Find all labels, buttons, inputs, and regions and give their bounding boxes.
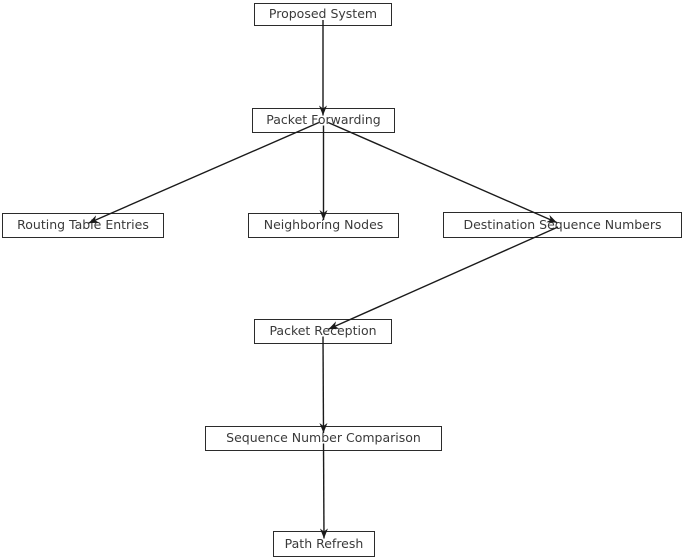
node-sequence-number-comparison: Sequence Number Comparison bbox=[205, 426, 442, 451]
node-path-refresh: Path Refresh bbox=[273, 531, 375, 557]
node-label: Packet Forwarding bbox=[266, 112, 381, 128]
edge-packet-forwarding-to-destination-sequence-numbers bbox=[327, 121, 558, 224]
node-routing-table-entries: Routing Table Entries bbox=[2, 213, 164, 238]
node-neighboring-nodes: Neighboring Nodes bbox=[248, 213, 399, 238]
node-label: Sequence Number Comparison bbox=[226, 430, 421, 446]
edge-sequence-number-comparison-to-path-refresh bbox=[319, 443, 328, 539]
node-label: Packet Reception bbox=[269, 323, 377, 339]
node-packet-reception: Packet Reception bbox=[254, 319, 392, 344]
node-proposed-system: Proposed System bbox=[254, 3, 392, 26]
node-label: Routing Table Entries bbox=[17, 217, 149, 233]
node-label: Destination Sequence Numbers bbox=[463, 216, 662, 232]
node-destination-sequence-numbers: Destination Sequence Numbers bbox=[443, 212, 682, 238]
edge-packet-reception-to-sequence-number-comparison bbox=[319, 336, 328, 434]
node-label: Path Refresh bbox=[284, 535, 364, 551]
node-label: Neighboring Nodes bbox=[263, 217, 384, 233]
edge-packet-forwarding-to-routing-table-entries bbox=[88, 121, 320, 224]
node-label: Proposed System bbox=[268, 6, 378, 22]
node-packet-forwarding: Packet Forwarding bbox=[252, 108, 395, 133]
edge-destination-sequence-numbers-to-packet-reception bbox=[328, 226, 559, 330]
